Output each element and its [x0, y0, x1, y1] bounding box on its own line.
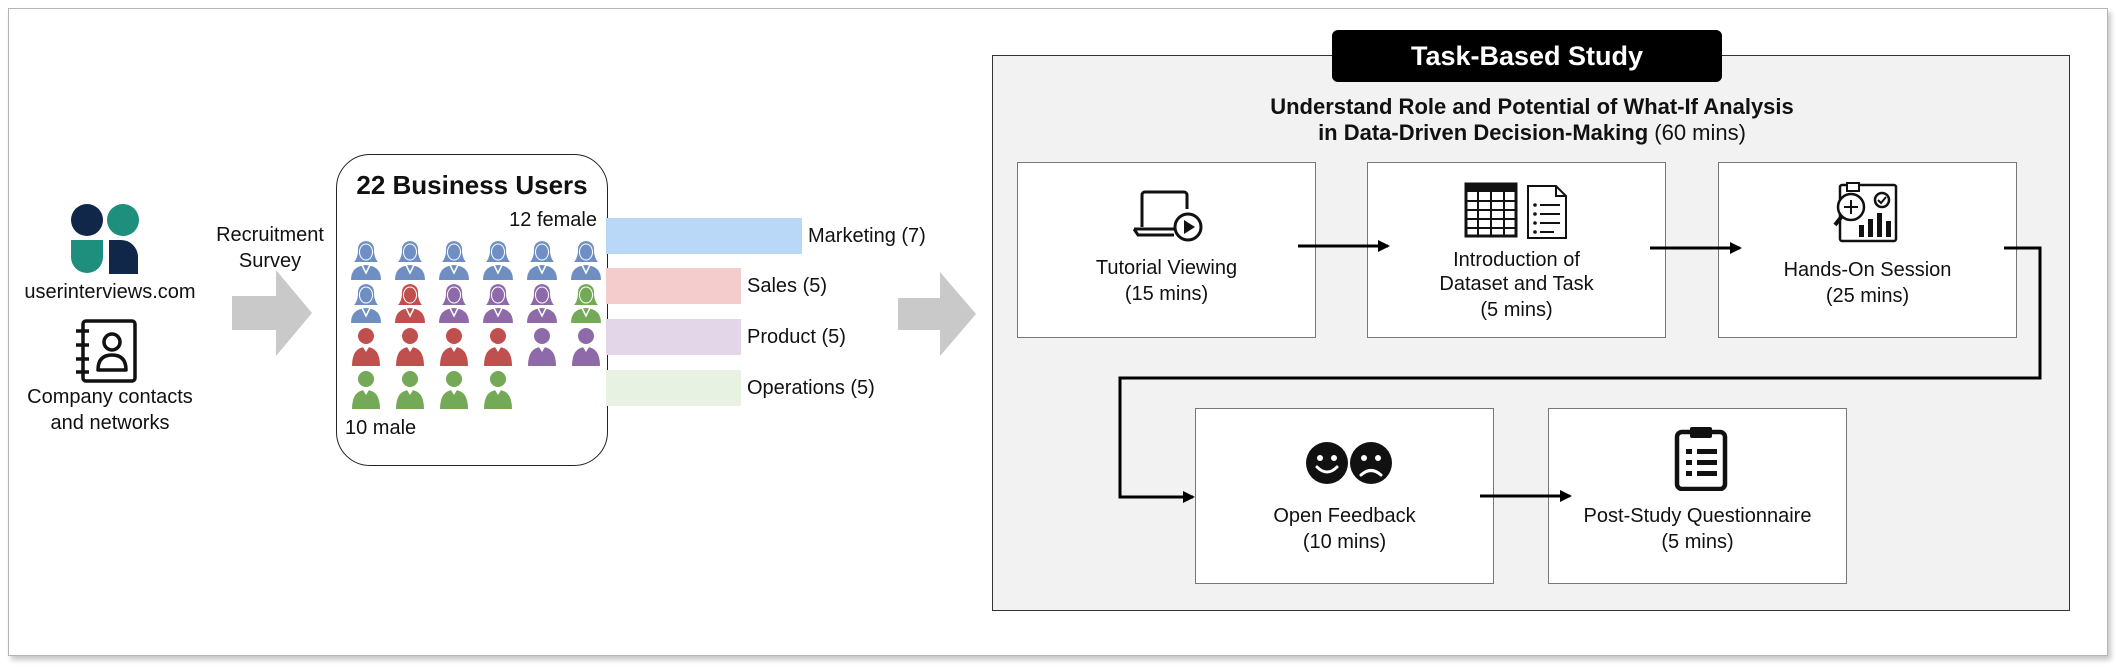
step-questionnaire-duration: (5 mins) — [1661, 531, 1734, 553]
male-user-icon — [484, 371, 512, 409]
step-questionnaire-name: Post-Study Questionnaire — [1583, 505, 1812, 527]
userinterviews-logo — [71, 204, 139, 274]
female-user-icon — [351, 241, 381, 280]
male-user-icon — [396, 371, 424, 409]
department-label: Product (5) — [747, 326, 846, 348]
male-user-icon — [572, 328, 600, 366]
step-hands-on-session: Hands-On Session (25 mins) — [1718, 162, 2017, 338]
contact-book-icon — [76, 319, 137, 383]
step-feedback-duration: (10 mins) — [1302, 531, 1387, 553]
step-intro-duration: (5 mins) — [1480, 299, 1553, 321]
step-intro-name-line1: Introduction of — [1453, 249, 1580, 271]
step-open-feedback: Open Feedback (10 mins) — [1195, 408, 1494, 584]
study-subtitle-duration: (60 mins) — [1648, 120, 1746, 145]
male-user-icon — [440, 371, 468, 409]
recruitment-label-line1: Recruitment — [216, 224, 324, 246]
female-user-icon — [395, 241, 425, 280]
step-intro-name-line2: Dataset and Task — [1439, 273, 1594, 295]
contacts-label-line1: Company contacts — [27, 386, 193, 408]
step-feedback-name: Open Feedback — [1273, 505, 1416, 527]
female-user-icon — [439, 241, 469, 280]
study-subtitle-line2-bold: in Data-Driven Decision-Making — [1318, 120, 1649, 145]
step-tutorial-duration: (15 mins) — [1124, 283, 1209, 305]
department-label: Marketing (7) — [808, 225, 926, 247]
happy-sad-faces-icon — [1306, 442, 1392, 484]
people-icon-grid — [345, 239, 605, 409]
female-user-icon — [571, 241, 601, 280]
userinterviews-label: userinterviews.com — [24, 281, 196, 303]
study-title: Task-Based Study — [1332, 30, 1722, 82]
male-user-icon — [528, 328, 556, 366]
department-bar — [606, 268, 741, 304]
contacts-label-line2: and networks — [50, 412, 170, 434]
recruitment-survey-label: Recruitment Survey — [200, 222, 340, 274]
female-user-icon — [439, 284, 469, 323]
female-user-icon — [395, 284, 425, 323]
female-user-icon — [351, 284, 381, 323]
recruitment-label-line2: Survey — [238, 250, 302, 272]
participants-title: 22 Business Users — [356, 170, 588, 200]
analysis-report-icon — [1833, 182, 1898, 243]
study-subtitle-line2: in Data-Driven Decision-Making (60 mins) — [1082, 120, 1982, 146]
female-count-label: 12 female — [509, 209, 597, 231]
female-user-icon — [527, 284, 557, 323]
laptop-play-icon — [1132, 190, 1203, 242]
male-count-label: 10 male — [345, 417, 417, 439]
male-user-icon — [352, 371, 380, 409]
study-subtitle-line1: Understand Role and Potential of What-If… — [1270, 94, 1794, 119]
step-introduction: Introduction of Dataset and Task (5 mins… — [1367, 162, 1666, 338]
department-bar — [606, 218, 802, 254]
department-label: Sales (5) — [747, 275, 828, 297]
step-tutorial-viewing: Tutorial Viewing (15 mins) — [1017, 162, 1316, 338]
clipboard-icon — [1674, 427, 1728, 491]
female-user-icon — [483, 241, 513, 280]
step-post-study-questionnaire: Post-Study Questionnaire (5 mins) — [1548, 408, 1847, 584]
study-subtitle: Understand Role and Potential of What-If… — [1082, 94, 1982, 146]
male-user-icon — [396, 328, 424, 366]
male-user-icon — [484, 328, 512, 366]
department-label: Operations (5) — [747, 377, 875, 399]
female-user-icon — [571, 284, 601, 323]
female-user-icon — [527, 241, 557, 280]
recruitment-arrow — [232, 270, 312, 356]
step-hands-on-name: Hands-On Session — [1783, 259, 1952, 281]
male-user-icon — [440, 328, 468, 366]
participants-card: 22 Business Users 12 female 10 male — [336, 154, 608, 466]
male-user-icon — [352, 328, 380, 366]
department-bar — [606, 319, 741, 355]
connector-hands-on-to-feedback — [1118, 246, 2042, 503]
female-user-icon — [483, 284, 513, 323]
study-entry-arrow — [898, 272, 976, 356]
step-tutorial-name: Tutorial Viewing — [1095, 257, 1238, 279]
department-bar — [606, 370, 741, 406]
contacts-label: Company contacts and networks — [0, 384, 220, 436]
step-hands-on-duration: (25 mins) — [1825, 285, 1910, 307]
spreadsheet-document-icon — [1464, 182, 1567, 239]
